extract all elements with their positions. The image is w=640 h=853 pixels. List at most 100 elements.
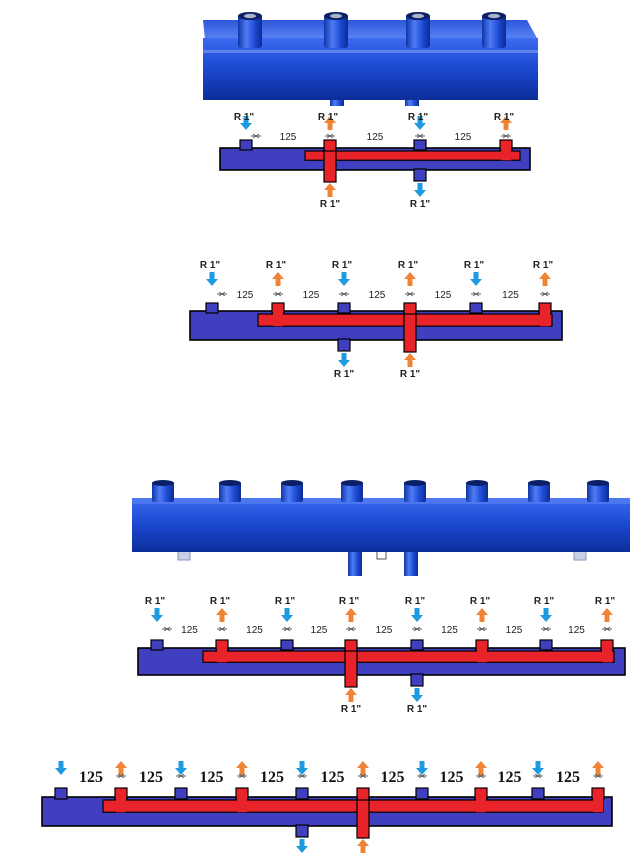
dimension-tick (283, 626, 288, 630)
dimension-tick (478, 626, 483, 630)
dimension-tick (477, 773, 482, 777)
dimension-tick (241, 775, 246, 779)
dimension-tick (416, 135, 421, 139)
supply-out-arrow (404, 272, 416, 286)
return-in-arrow (338, 272, 350, 286)
return-in-arrow (414, 116, 426, 130)
spacing-label: 125 (321, 769, 345, 786)
dimension-tick (362, 775, 367, 779)
dimension-tick (418, 773, 423, 777)
spacing-label: 125 (440, 769, 464, 786)
top-port-1 (239, 139, 253, 151)
dimension-tick (218, 293, 223, 297)
top-port-label: R 1" (408, 112, 429, 123)
supply-in-arrow (357, 839, 369, 853)
top-port-5 (469, 302, 483, 314)
spacing-label: 125 (381, 769, 405, 786)
dimension-tick (406, 291, 411, 295)
top-port-label: R 1" (595, 596, 616, 607)
dimension-tick (603, 626, 608, 630)
spacing-label: 125 (441, 625, 458, 636)
dimension-tick (218, 628, 223, 632)
top-port-5 (295, 787, 309, 800)
spacing-label: 125 (367, 132, 384, 143)
return-in-arrow (470, 272, 482, 286)
supply-chamber (102, 799, 604, 813)
dimension-tick (542, 628, 547, 632)
dimension-tick (218, 291, 223, 295)
dimension-tick (120, 775, 125, 779)
dimension-tick (286, 628, 291, 632)
dimension-tick (221, 626, 226, 630)
dimension-tick (326, 133, 331, 137)
dimension-tick (477, 775, 482, 779)
top-port-label: R 1" (470, 596, 491, 607)
supply-out-arrow (357, 761, 369, 775)
spacing-label: 125 (237, 290, 254, 301)
manifold-photo-8-ports (132, 480, 630, 576)
dimension-tick (180, 773, 185, 777)
return-in-arrow (206, 272, 218, 286)
supply-out-arrow (475, 761, 487, 775)
dimension-tick (478, 628, 483, 632)
dimension-tick (238, 775, 243, 779)
dimension-tick (301, 775, 306, 779)
dimension-tick (594, 775, 599, 779)
dimension-tick (255, 133, 260, 137)
dimension-tick (343, 291, 348, 295)
dimension-tick (340, 293, 345, 297)
bottom-port-return (413, 168, 427, 182)
supply-riser (116, 789, 126, 813)
supply-out-arrow (115, 761, 127, 775)
return-in-arrow (281, 608, 293, 622)
dimension-tick (274, 293, 279, 297)
supply-riser (476, 789, 486, 813)
bottom-port-return (295, 824, 309, 838)
dimension-tick (502, 135, 507, 139)
dimension-tick (326, 135, 331, 139)
supply-out-arrow (592, 761, 604, 775)
dimension-tick (329, 135, 334, 139)
bottom-port-label: R 1" (407, 704, 428, 715)
dimension-tick (252, 133, 257, 137)
dimension-tick (283, 628, 288, 632)
dimension-tick (406, 293, 411, 297)
dimension-tick (472, 293, 477, 297)
bottom-port-label: R 1" (400, 369, 421, 380)
top-port-7 (539, 639, 553, 651)
bottom-port-label: R 1" (410, 199, 431, 210)
dimension-tick (409, 291, 414, 295)
supply-out-arrow (476, 608, 488, 622)
dimension-tick (416, 626, 421, 630)
dimension-tick (416, 133, 421, 137)
supply-riser (501, 141, 511, 161)
dimension-tick (480, 773, 485, 777)
dimension-tick (505, 135, 510, 139)
dimension-tick (350, 628, 355, 632)
top-port-label: R 1" (534, 596, 555, 607)
supply-junction (346, 652, 356, 663)
dimension-tick (542, 626, 547, 630)
return-in-arrow (411, 608, 423, 622)
return-in-arrow (532, 761, 544, 775)
dimension-tick (166, 628, 171, 632)
top-port-label: R 1" (266, 260, 287, 271)
dimension-tick (177, 773, 182, 777)
dimension-tick (413, 626, 418, 630)
bottom-port-return (410, 673, 424, 687)
dimension-tick (597, 775, 602, 779)
dimension-tick (218, 626, 223, 630)
supply-chamber (202, 650, 615, 663)
supply-chamber (304, 150, 521, 161)
supply-riser (540, 304, 550, 327)
return-in-arrow (416, 761, 428, 775)
dimension-tick (606, 626, 611, 630)
dimension-tick (329, 133, 334, 137)
bottom-port-label: R 1" (334, 369, 355, 380)
dimension-tick (409, 293, 414, 297)
dimension-tick (413, 628, 418, 632)
dimension-tick (117, 773, 122, 777)
dimension-tick (475, 291, 480, 295)
spacing-label: 125 (376, 625, 393, 636)
